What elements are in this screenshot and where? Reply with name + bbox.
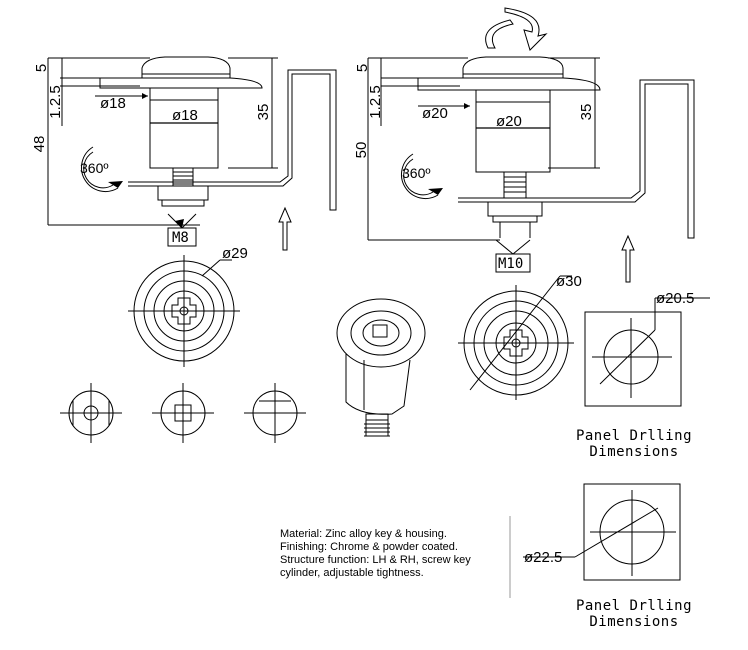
right-rotation-label: 360º [402,165,430,181]
spec-line-3: Structure function: LH & RH, screw key [280,554,471,566]
right-dim-height: 35 [578,104,595,121]
drilling-2-caption-line2: Dimensions [589,614,679,630]
right-thread [499,172,531,238]
right-thread-label: M10 [498,256,523,272]
right-dim-top-5: 5 [354,64,371,72]
left-face-dia: ø29 [222,245,248,262]
spec-line-4: cylinder, adjustable tightness. [280,567,424,579]
drilling-2-caption-line1: Panel Drlling [575,598,693,614]
top-rotation-arrow-icon [485,7,548,51]
right-dim-total: 50 [353,142,370,159]
cam-symbol-round [60,383,122,443]
drilling-1-caption-line2: Dimensions [589,444,679,460]
right-up-arrow-icon [621,234,635,283]
left-front-face [128,255,240,367]
drilling-1-caption-line1: Panel Drlling [575,428,693,444]
left-thread [172,168,194,186]
right-face-dia: ø30 [556,273,582,290]
left-dim-1-2-5: 1.2.5 [47,85,64,118]
perspective-thread [364,420,390,437]
left-dim-total: 48 [31,136,48,153]
panel-drilling-2 [509,483,681,598]
panel-drilling-1 [584,297,710,407]
dimension-labels: 5 1.2.5 48 35 ø18 ø18 M8 360º ø29 5 1.2.… [31,64,694,566]
right-front-face [458,275,574,400]
right-dim-1-2-5: 1.2.5 [367,85,384,118]
right-rotation-arrow-icon [401,153,443,199]
left-dim-height: 35 [255,104,272,121]
right-side-view [367,7,695,283]
cam-symbol-square [152,383,214,443]
left-rotation-label: 360º [80,160,108,176]
right-dim-body: ø20 [496,113,522,130]
lock-perspective [336,298,426,437]
cam-symbol-flat [244,383,306,443]
drilling-2-diameter: ø22.5 [524,549,562,566]
right-dim-flange: ø20 [422,105,448,122]
left-thread-label: M8 [172,230,189,246]
left-rotation-arrow-icon [81,146,123,192]
spec-line-2: Finishing: Chrome & powder coated. [280,541,458,553]
drilling-1-diameter: ø20.5 [656,290,694,307]
spec-block: Material: Zinc alloy key & housing. Fini… [280,528,471,580]
left-dim-body: ø18 [172,107,198,124]
left-dim-top-5: 5 [33,64,50,72]
left-side-view [47,56,337,251]
left-up-arrow-icon [278,206,292,251]
left-dim-flange: ø18 [100,95,126,112]
spec-line-1: Material: Zinc alloy key & housing. [280,528,447,540]
drilling-2-caption: Panel Drlling Dimensions [566,598,702,630]
drilling-1-caption: Panel Drlling Dimensions [566,428,702,460]
